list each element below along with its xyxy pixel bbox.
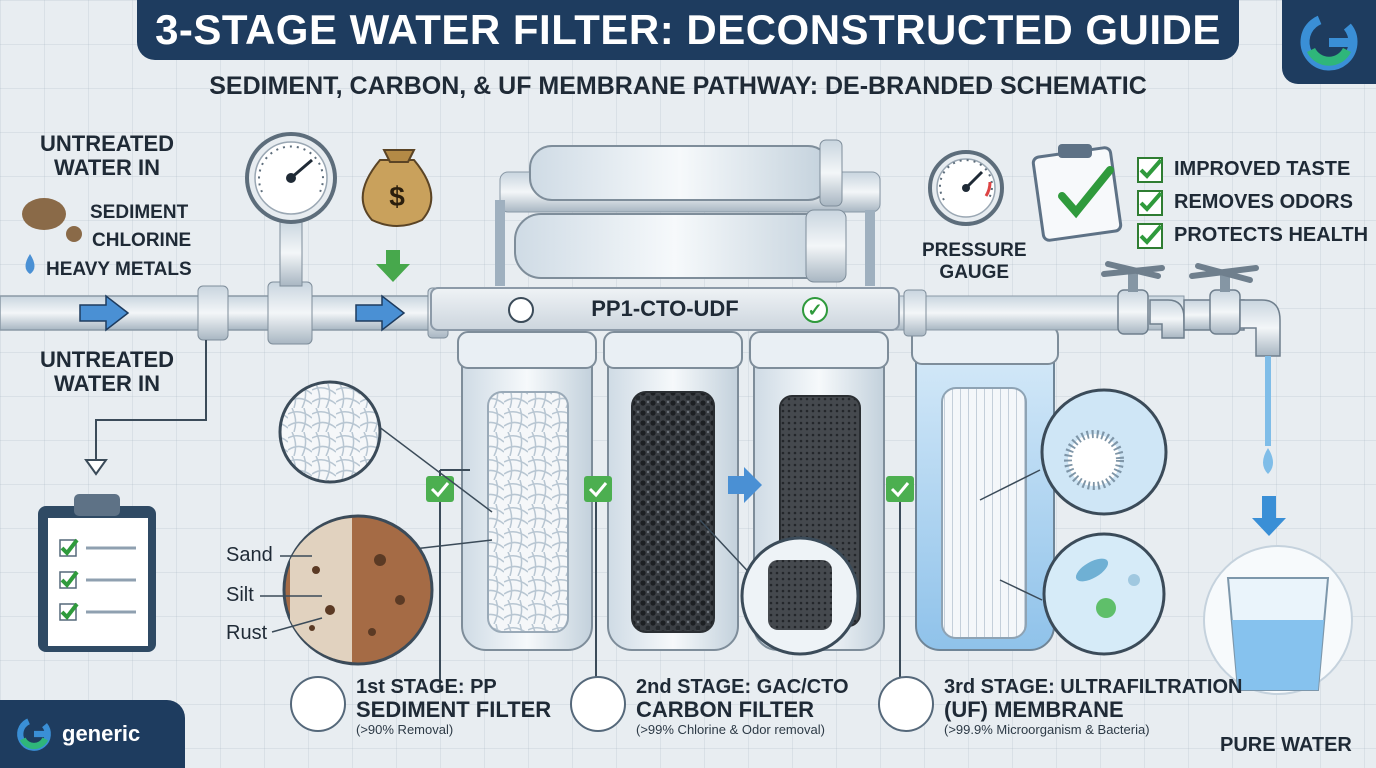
stage2-subtitle: CARBON FILTER — [636, 697, 815, 722]
membrane-magnifier — [979, 388, 1168, 516]
water-drop-icon — [25, 254, 35, 274]
benefit-odors: REMOVES ODORS — [1174, 191, 1353, 213]
check-arrow-icon — [886, 476, 914, 502]
benefit-health: PROTECTS HEALTH — [1174, 224, 1369, 246]
flow-arrow-icon — [355, 294, 406, 332]
title-banner: 3-STAGE WATER FILTER: DECONSTRUCTED GUID… — [137, 0, 1239, 60]
inlet-label-bottom: UNTREATED WATER IN — [40, 348, 174, 396]
tee-fitting — [267, 281, 313, 345]
pressure-gauge-label-line2: GAUGE — [939, 262, 1010, 283]
inlet-label-bottom-line1: UNTREATED — [40, 347, 175, 372]
brand-badge: generic — [0, 700, 185, 768]
stage3-subtitle: (UF) MEMBRANE — [944, 697, 1124, 722]
stage2-housing — [603, 331, 743, 651]
stage1-subtitle: SEDIMENT FILTER — [356, 697, 552, 722]
stage1-connector — [439, 469, 470, 690]
pipe-coupling — [197, 285, 229, 341]
inlet-pressure-gauge-icon — [245, 132, 337, 224]
page-subtitle: SEDIMENT, CARBON, & UF MEMBRANE PATHWAY:… — [209, 72, 1147, 100]
stage1-note: (>90% Removal) — [356, 722, 454, 737]
sediment-icon — [22, 198, 82, 242]
inlet-label-top-line2: WATER IN — [54, 155, 160, 180]
stage1-title: 1st STAGE: PP — [356, 676, 497, 698]
top-housing-upper — [529, 145, 831, 201]
faucet-icon — [1101, 261, 1185, 339]
faucet-icon — [1183, 263, 1281, 474]
branch-line — [95, 340, 207, 470]
inlet-label-top-line1: UNTREATED — [40, 131, 175, 156]
down-arrow-icon — [1252, 496, 1286, 536]
water-glass-icon — [1203, 545, 1353, 695]
check-arrow-icon — [426, 476, 454, 502]
manifold-label: PP1-CTO-UDF — [591, 296, 739, 321]
down-arrow-icon — [376, 250, 410, 282]
inlet-label-top: UNTREATED WATER IN — [40, 132, 174, 180]
stage2-note: (>99% Chlorine & Odor removal) — [636, 722, 825, 737]
sediment-magnifier — [282, 514, 493, 666]
stage3-note: (>99.9% Microorganism & Bacteria) — [944, 722, 1150, 737]
stage3-housing — [911, 325, 1059, 651]
stage3-title: 3rd STAGE: ULTRAFILTRATION — [944, 676, 1243, 698]
badge-g-icon — [17, 717, 51, 751]
outlet-label: PURE WATER — [1220, 734, 1352, 756]
carbon-cartridge-icon — [570, 676, 626, 732]
pressure-gauge-label-line1: PRESSURE — [922, 240, 1027, 261]
carbon-magnifier — [699, 519, 860, 656]
contaminant-heavy-metals: HEAVY METALS — [46, 259, 192, 280]
benefit-taste: IMPROVED TASTE — [1174, 158, 1351, 180]
sediment-silt-label: Silt — [226, 584, 254, 606]
uf-membrane-icon — [878, 676, 934, 732]
sediment-sand-label: Sand — [226, 544, 273, 566]
quality-clipboard-icon — [1031, 144, 1123, 242]
svg-text:$: $ — [389, 181, 405, 212]
stage2-label: 2nd STAGE: GAC/CTO CARBON FILTER (>99% C… — [570, 676, 849, 737]
sediment-cartridge-icon — [290, 676, 346, 732]
pressure-gauge-label: PRESSURE GAUGE — [922, 240, 1027, 284]
brand-logo — [1282, 0, 1376, 84]
page-title: 3-STAGE WATER FILTER: DECONSTRUCTED GUID… — [155, 6, 1221, 53]
brand-badge-text: generic — [62, 721, 141, 746]
check-icon: ✓ — [802, 297, 828, 323]
sediment-rust-label: Rust — [226, 622, 268, 644]
stage2-title: 2nd STAGE: GAC/CTO — [636, 676, 849, 698]
stage3-label: 3rd STAGE: ULTRAFILTRATION (UF) MEMBRANE… — [878, 676, 1243, 737]
top-housing-lower — [514, 213, 836, 279]
bacteria-magnifier — [999, 532, 1166, 656]
stage1-housing — [457, 331, 597, 651]
flow-arrow-icon — [79, 294, 130, 332]
manifold-head: PP1-CTO-UDF ✓ — [430, 287, 900, 331]
cup-icon — [508, 297, 534, 323]
flow-arrow-icon — [728, 467, 762, 503]
stage1-label: 1st STAGE: PP SEDIMENT FILTER (>90% Remo… — [290, 676, 551, 737]
inlet-label-bottom-line2: WATER IN — [54, 371, 160, 396]
check-arrow-icon — [584, 476, 612, 502]
money-bag-icon: $ — [361, 149, 433, 227]
outlet-pressure-gauge-icon — [928, 150, 1004, 226]
contaminant-sediment: SEDIMENT — [90, 202, 189, 223]
logo-g-icon — [1300, 13, 1358, 71]
fiber-magnifier — [278, 380, 493, 513]
checklist-clipboard-icon — [38, 494, 156, 652]
contaminant-chlorine: CHLORINE — [92, 230, 192, 251]
